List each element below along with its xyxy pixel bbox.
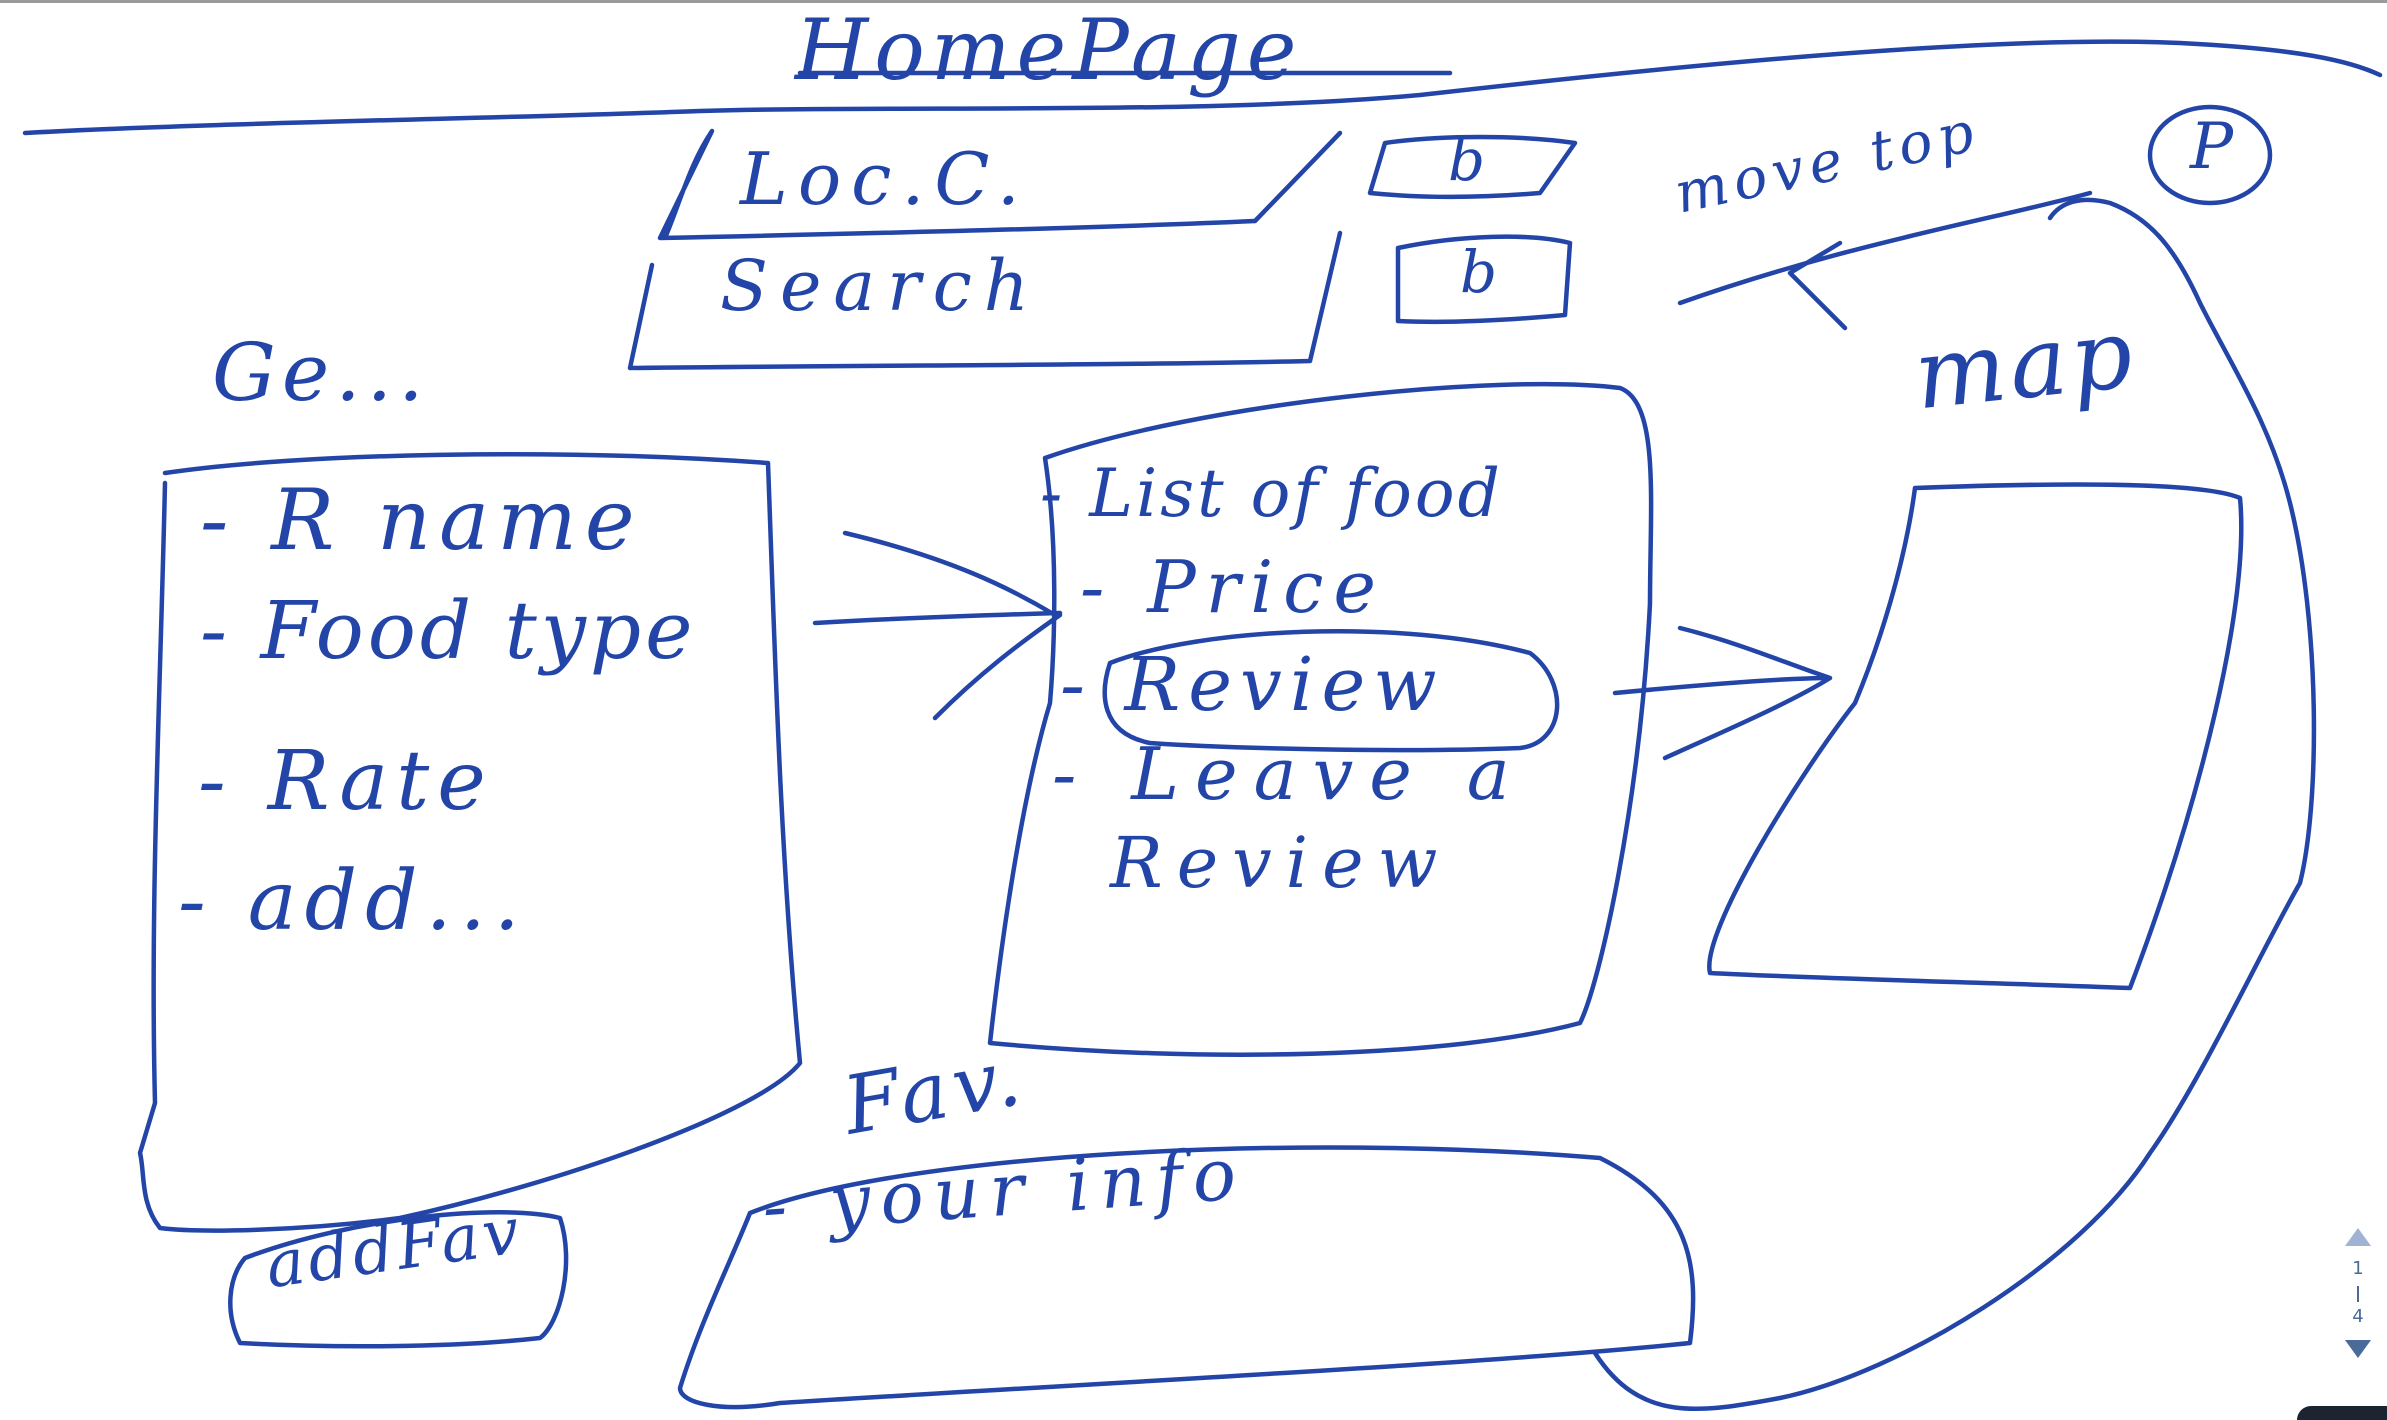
location-box-outline bbox=[657, 128, 1343, 241]
header-divider bbox=[22, 39, 2383, 136]
map-label: map bbox=[1909, 296, 2142, 432]
middle-item-price: - Price bbox=[1080, 545, 1387, 629]
middle-item-leave-a: - Leave a bbox=[1052, 732, 1526, 816]
favorites-to-profile-loop bbox=[1592, 197, 2317, 1412]
left-item-rate: - Rate bbox=[198, 734, 494, 829]
search-box-outline bbox=[627, 230, 1343, 371]
profile-circle bbox=[2147, 104, 2273, 206]
favorites-box-outline bbox=[677, 1145, 1696, 1410]
left-to-middle-arrow bbox=[812, 530, 1063, 721]
move-top-arrow bbox=[1677, 190, 2093, 331]
middle-panel-outline bbox=[987, 381, 1654, 1057]
corner-toolbar-edge bbox=[2297, 1406, 2387, 1420]
button-b-outline bbox=[1395, 234, 1573, 324]
ink-strokes bbox=[22, 39, 2383, 1412]
page-title: HomePage bbox=[795, 1, 1303, 99]
button-a-outline bbox=[1367, 134, 1578, 199]
add-fav-outline bbox=[228, 1210, 569, 1349]
page-down-icon[interactable] bbox=[2345, 1340, 2371, 1358]
left-item-r-name: - R name bbox=[200, 471, 643, 569]
page-separator bbox=[2357, 1286, 2359, 1302]
location-field[interactable]: Loc.C. bbox=[740, 137, 1030, 221]
page-up-icon[interactable] bbox=[2345, 1228, 2371, 1246]
middle-item-list-of-food: - List of food bbox=[1040, 455, 1503, 532]
left-item-food-type: - Food type bbox=[200, 584, 697, 677]
middle-to-map-arrow bbox=[1612, 625, 1833, 761]
current-page: 1 bbox=[2352, 1258, 2364, 1279]
page-navigator: 1 4 bbox=[2343, 1228, 2373, 1358]
middle-item-leave-review: Review bbox=[1110, 822, 1452, 904]
profile-button[interactable]: P bbox=[2190, 110, 2234, 184]
map-box-outline bbox=[1707, 482, 2244, 991]
middle-item-review[interactable]: - Review bbox=[1060, 642, 1445, 728]
total-pages: 4 bbox=[2352, 1306, 2364, 1327]
review-highlight bbox=[1102, 628, 1560, 753]
sketch-strokes bbox=[22, 39, 2383, 1412]
button-a-label[interactable]: b bbox=[1448, 126, 1486, 194]
button-b-label[interactable]: b bbox=[1460, 238, 1498, 306]
left-panel-outline bbox=[137, 452, 803, 1233]
left-item-add: - add... bbox=[178, 854, 528, 949]
search-field[interactable]: Search bbox=[720, 245, 1041, 327]
left-panel-heading: Ge... bbox=[212, 326, 430, 419]
